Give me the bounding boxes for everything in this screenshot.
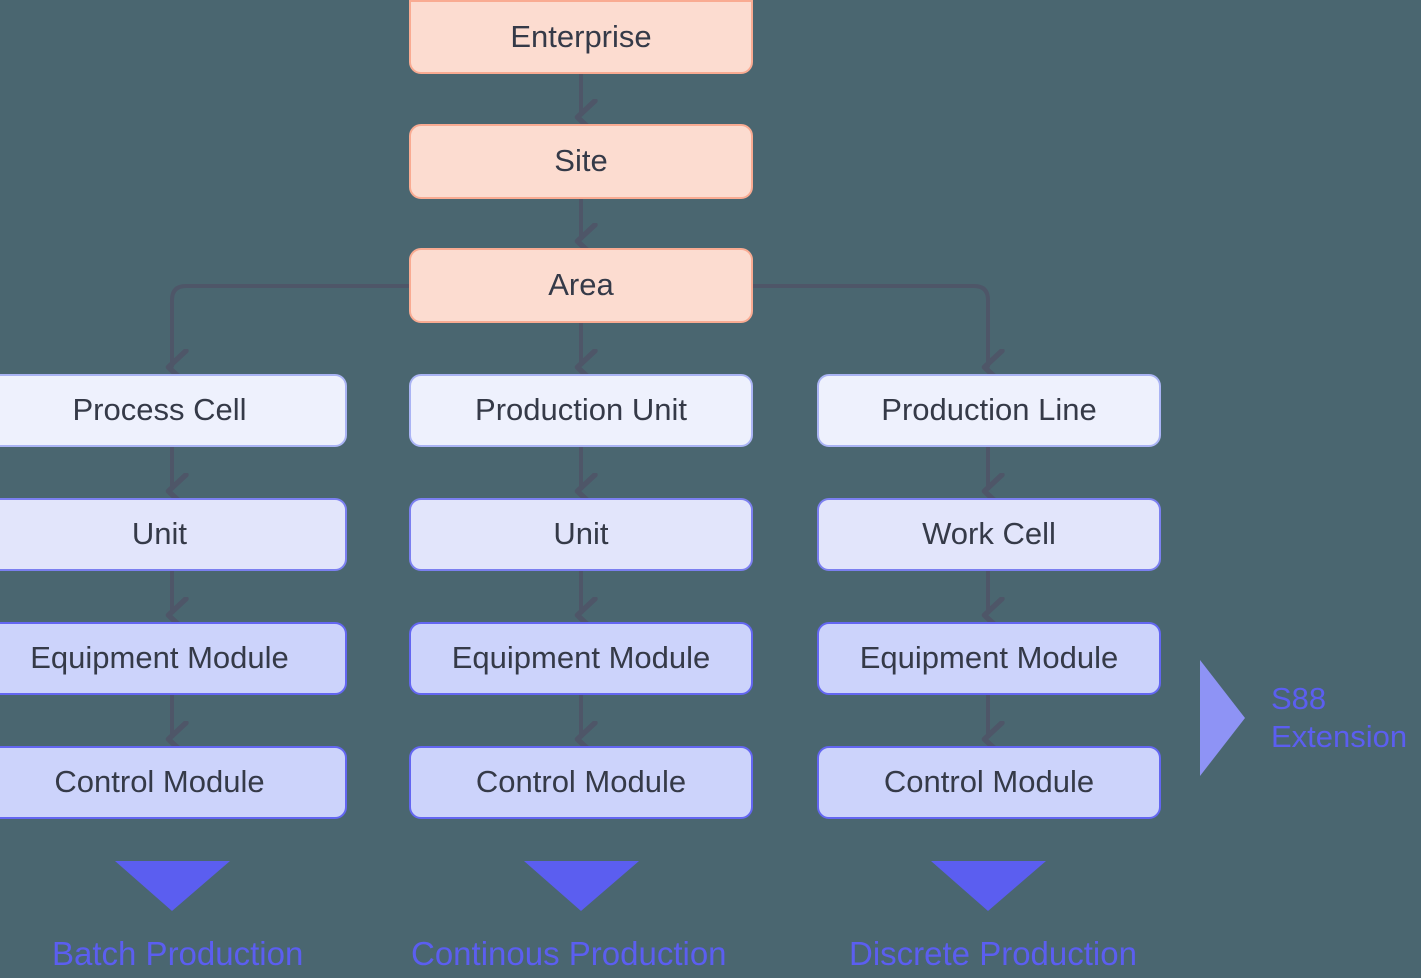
connector-area-production-line bbox=[751, 284, 988, 366]
s88-extension-line2: Extension bbox=[1271, 718, 1408, 754]
node-unit-batch[interactable]: Unit bbox=[0, 498, 347, 571]
node-site-label: Site bbox=[554, 143, 608, 179]
node-control-module-batch-label: Control Module bbox=[54, 764, 265, 800]
outcome-label-batch: Batch Production bbox=[52, 935, 303, 973]
s88-extension-triangle bbox=[1200, 660, 1245, 776]
node-production-unit[interactable]: Production Unit bbox=[409, 374, 753, 447]
node-equipment-module-discrete[interactable]: Equipment Module bbox=[817, 622, 1161, 695]
node-site[interactable]: Site bbox=[409, 124, 753, 199]
node-equipment-module-continuous[interactable]: Equipment Module bbox=[409, 622, 753, 695]
node-unit-continuous[interactable]: Unit bbox=[409, 498, 753, 571]
node-process-cell-label: Process Cell bbox=[72, 392, 247, 428]
node-equipment-module-continuous-label: Equipment Module bbox=[451, 640, 711, 676]
node-area[interactable]: Area bbox=[409, 248, 753, 323]
node-work-cell-label: Work Cell bbox=[922, 516, 1056, 552]
node-equipment-module-batch[interactable]: Equipment Module bbox=[0, 622, 347, 695]
outcome-label-continuous: Continous Production bbox=[411, 935, 727, 973]
outcome-label-batch-text: Batch Production bbox=[52, 935, 304, 972]
outcome-arrow-continuous bbox=[524, 861, 639, 911]
connector-area-process-cell bbox=[172, 284, 411, 366]
node-production-unit-label: Production Unit bbox=[475, 392, 687, 428]
node-process-cell[interactable]: Process Cell bbox=[0, 374, 347, 447]
node-control-module-discrete-label: Control Module bbox=[883, 764, 1095, 800]
outcome-label-continuous-text: Continous Production bbox=[411, 935, 727, 972]
outcome-arrow-batch bbox=[115, 861, 230, 911]
node-control-module-discrete[interactable]: Control Module bbox=[817, 746, 1161, 819]
node-enterprise-label: Enterprise bbox=[510, 18, 652, 54]
node-production-line[interactable]: Production Line bbox=[817, 374, 1161, 447]
node-control-module-continuous[interactable]: Control Module bbox=[409, 746, 753, 819]
node-unit-batch-label: Unit bbox=[131, 516, 188, 552]
node-area-label: Area bbox=[548, 267, 614, 303]
node-equipment-module-discrete-label: Equipment Module bbox=[859, 640, 1119, 676]
node-unit-continuous-label: Unit bbox=[553, 516, 609, 552]
node-work-cell[interactable]: Work Cell bbox=[817, 498, 1161, 571]
outcome-label-discrete-text: Discrete Production bbox=[849, 935, 1137, 972]
node-control-module-continuous-label: Control Module bbox=[475, 764, 687, 800]
outcome-label-discrete: Discrete Production bbox=[849, 935, 1137, 973]
node-equipment-module-batch-label: Equipment Module bbox=[30, 640, 289, 676]
s88-extension-line1: S88 bbox=[1271, 681, 1327, 716]
node-production-line-label: Production Line bbox=[881, 392, 1097, 428]
s88-extension-label: S88 Extension bbox=[1271, 680, 1407, 756]
outcome-arrow-discrete bbox=[931, 861, 1046, 911]
node-control-module-batch[interactable]: Control Module bbox=[0, 746, 347, 819]
node-enterprise[interactable]: Enterprise bbox=[409, 0, 753, 74]
